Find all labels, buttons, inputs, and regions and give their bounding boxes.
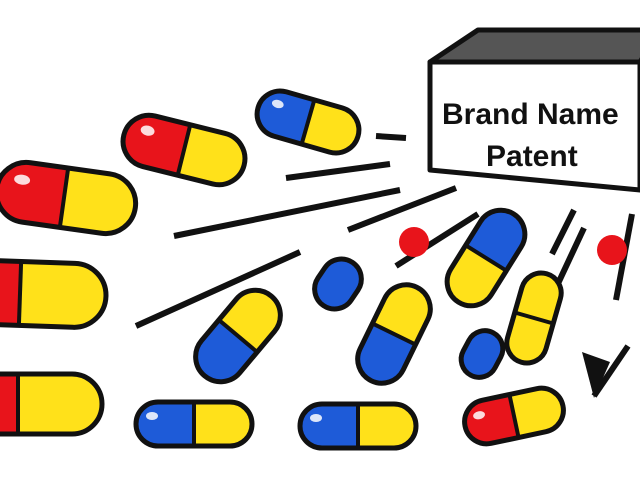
patent-box-line2: Patent bbox=[486, 140, 578, 173]
motion-line bbox=[549, 208, 577, 256]
motion-line bbox=[285, 161, 391, 181]
capsule-icon bbox=[462, 385, 566, 447]
capsule-icon bbox=[0, 258, 109, 330]
capsule-icon bbox=[0, 159, 139, 237]
capsule-icon bbox=[458, 328, 506, 380]
motion-line bbox=[394, 211, 480, 269]
arrowhead-icon bbox=[582, 352, 610, 398]
red-dot bbox=[597, 235, 627, 265]
capsule-icon bbox=[504, 270, 564, 366]
capsule-icon bbox=[355, 282, 433, 386]
capsule-icon bbox=[120, 112, 248, 188]
motion-line bbox=[375, 133, 407, 141]
red-dot bbox=[399, 227, 429, 257]
patent-box-top bbox=[427, 27, 640, 65]
motion-line bbox=[173, 187, 401, 239]
patent-box: Brand Name Patent bbox=[427, 27, 640, 193]
capsule-icon bbox=[254, 88, 362, 156]
capsule-icon bbox=[444, 207, 528, 309]
capsule-icon bbox=[312, 256, 364, 312]
capsule-icon bbox=[0, 371, 105, 437]
motion-line bbox=[346, 185, 458, 233]
capsule-icon bbox=[133, 399, 255, 449]
capsule-icon bbox=[193, 287, 283, 385]
motion-line bbox=[591, 344, 631, 398]
motion-line bbox=[134, 249, 302, 329]
capsule-icon bbox=[297, 401, 419, 451]
patent-box-face bbox=[427, 59, 640, 193]
patent-box-line1: Brand Name bbox=[442, 98, 619, 131]
